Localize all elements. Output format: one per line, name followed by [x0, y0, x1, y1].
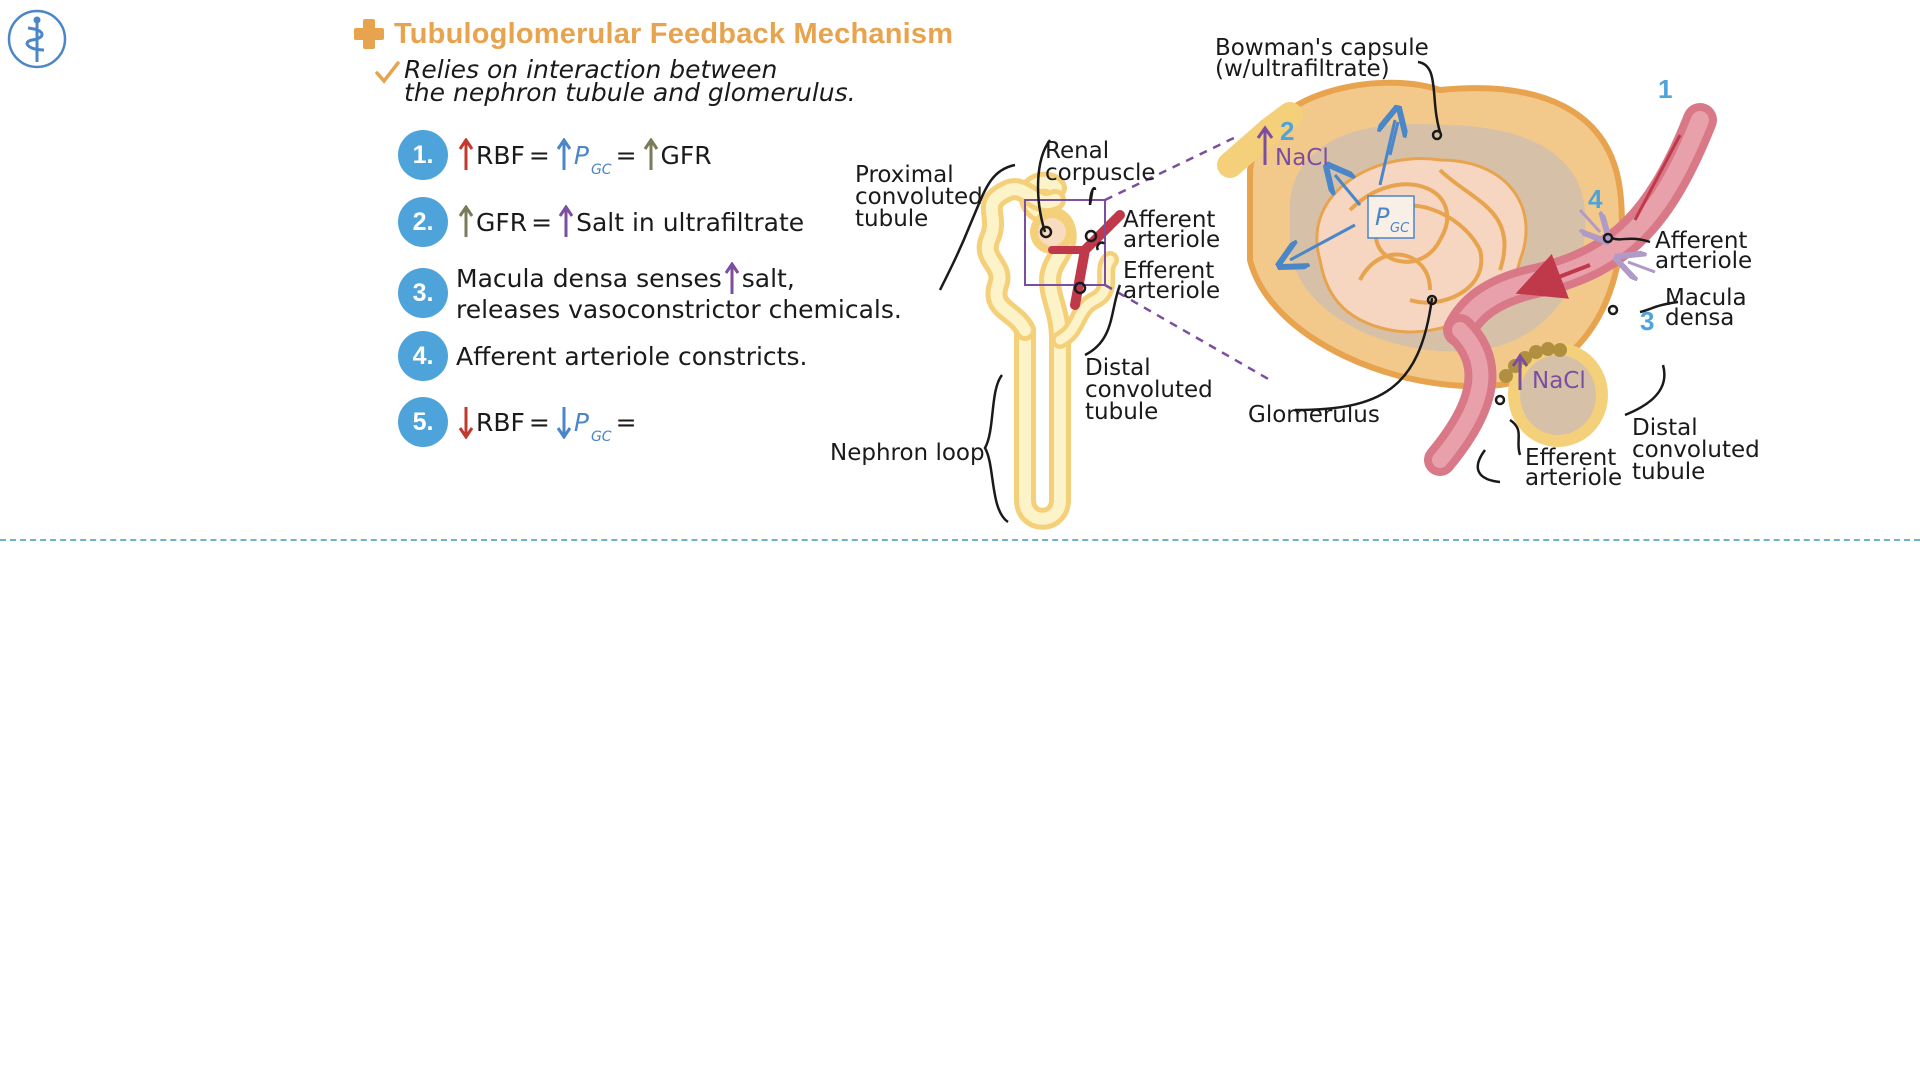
step-3-line-2: releases vasoconstrictor chemicals. — [456, 296, 902, 324]
pgc-sub: GC — [590, 428, 612, 445]
label-efferent-left-2: arteriole — [1123, 278, 1220, 304]
label-distal-right-1: Distal — [1632, 415, 1698, 441]
label-distal-left-2: convoluted — [1085, 377, 1213, 403]
label-proximal-3: tubule — [855, 206, 928, 232]
page-title: Tubuloglomerular Feedback Mechanism — [394, 17, 954, 50]
label-nacl-bottom: NaCl — [1532, 368, 1586, 394]
arrow-up-icon — [458, 205, 474, 237]
label-bowman-1: Bowman's capsule — [1215, 35, 1429, 61]
label-efferent-right-1: Efferent — [1525, 445, 1616, 471]
label-macula-1: Macula — [1665, 285, 1747, 311]
label-afferent-left-1: Afferent — [1123, 207, 1215, 233]
arrow-up-icon — [458, 138, 474, 170]
step-2: 2. GFR = Salt in ultrafiltrate — [398, 197, 804, 247]
label-distal-left-1: Distal — [1085, 355, 1151, 381]
marker-3: 3 — [1640, 306, 1654, 336]
equals-sign: = — [531, 207, 553, 237]
step-number-3: 3. — [398, 268, 448, 318]
step-4: 4. Afferent arteriole constricts. — [398, 331, 807, 381]
arrow-up-icon — [643, 138, 658, 170]
nephron-tubule — [976, 171, 1119, 530]
label-renal-2: corpuscle — [1045, 160, 1156, 186]
pgc-sub: GC — [590, 161, 612, 178]
nephron-diagram: Proximal convoluted tubule Renal corpusc… — [830, 35, 1760, 530]
step-3-line-1: Macula densa senses salt, — [456, 262, 795, 296]
label-proximal-2: convoluted — [855, 184, 983, 210]
equals-sign: = — [528, 407, 550, 437]
title-row: Tubuloglomerular Feedback Mechanism — [352, 14, 953, 54]
label-distal-right-2: convoluted — [1632, 437, 1760, 463]
equals-sign: = — [615, 140, 637, 170]
caduceus-logo-icon — [7, 9, 67, 69]
distal-tubule-macula — [1499, 342, 1608, 447]
rbf-label: RBF — [476, 407, 525, 437]
pgc-box-sub: GC — [1390, 221, 1410, 236]
macula-text: Macula densa senses — [456, 264, 722, 293]
label-afferent-right-1: Afferent — [1655, 228, 1747, 254]
step-number-2: 2. — [398, 197, 448, 247]
label-glomerulus: Glomerulus — [1248, 402, 1380, 428]
label-nacl-top: NaCl — [1275, 145, 1329, 171]
arrow-up-icon — [558, 205, 574, 237]
pgc-p: P — [573, 407, 589, 437]
pressure-arrows — [1256, 120, 1656, 390]
label-macula-2: densa — [1665, 305, 1734, 331]
label-distal-right-3: tubule — [1632, 459, 1705, 485]
gfr-label: GFR — [476, 207, 528, 237]
arrow-up-icon — [556, 138, 572, 170]
step-number-1: 1. — [398, 130, 448, 180]
dashed-divider — [0, 539, 1920, 541]
label-afferent-right-2: arteriole — [1655, 248, 1752, 274]
marker-4: 4 — [1588, 184, 1603, 214]
intro-line-1: Relies on interaction between — [404, 55, 778, 84]
equals-sign: = — [528, 140, 550, 170]
step-3: 3. Macula densa senses salt, releases va… — [398, 262, 902, 324]
label-renal-1: Renal — [1045, 138, 1109, 164]
marker-1: 1 — [1658, 74, 1672, 104]
step-body-4: Afferent arteriole constricts. — [456, 342, 807, 371]
arrow-up-icon — [724, 262, 740, 294]
label-efferent-right-2: arteriole — [1525, 465, 1622, 491]
label-afferent-left-2: arteriole — [1123, 227, 1220, 253]
salt-text: salt, — [741, 264, 795, 293]
gfr-label: GFR — [660, 140, 712, 170]
arrow-down-icon — [458, 407, 474, 439]
pgc-box — [1367, 195, 1415, 239]
intro-line-2: the nephron tubule and glomerulus. — [404, 78, 856, 107]
afferent-text: Afferent arteriole constricts. — [456, 341, 808, 371]
intro-text: Relies on interaction between the nephro… — [404, 55, 856, 107]
equals-sign: = — [615, 407, 637, 437]
step-body-3: Macula densa senses salt, releases vasoc… — [456, 262, 902, 324]
plus-icon — [354, 19, 384, 49]
intro-note: Relies on interaction between the nephro… — [374, 55, 856, 107]
label-bowman-2: (w/ultrafiltrate) — [1215, 56, 1390, 82]
label-efferent-left-1: Efferent — [1123, 258, 1214, 284]
releases-text: releases vasoconstrictor chemicals. — [456, 295, 902, 324]
label-nephron-loop: Nephron loop — [830, 440, 985, 466]
pgc-p: P — [573, 140, 589, 170]
pgc-box-p: P — [1375, 203, 1390, 231]
salt-label: Salt in ultrafiltrate — [576, 207, 805, 237]
check-icon — [375, 61, 400, 84]
step-number-4: 4. — [398, 331, 448, 381]
marker-2: 2 — [1280, 116, 1294, 146]
label-proximal-1: Proximal — [855, 162, 954, 188]
step-number-5: 5. — [398, 397, 448, 447]
rbf-label: RBF — [476, 140, 525, 170]
arterioles — [1424, 103, 1717, 476]
step-body-2: GFR = Salt in ultrafiltrate — [456, 205, 804, 239]
arrow-down-icon — [556, 407, 572, 439]
label-distal-left-3: tubule — [1085, 399, 1158, 425]
